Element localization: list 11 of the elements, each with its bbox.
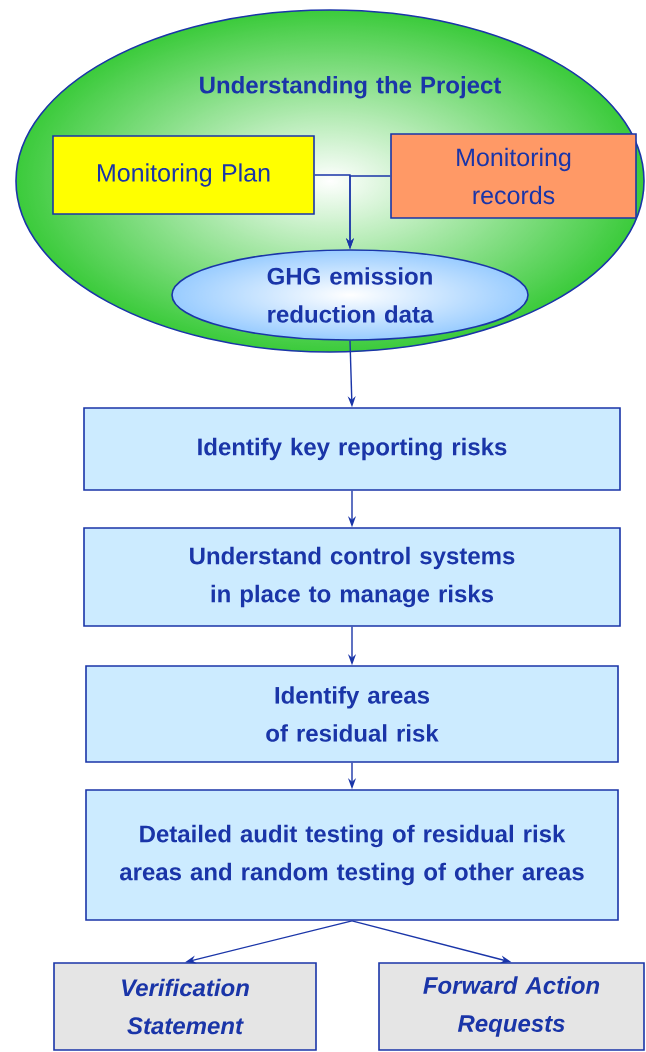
- process-box: Identify areas of residual risk: [85, 665, 619, 763]
- process-box: Monitoring Plan: [52, 135, 315, 215]
- project-oval: [15, 9, 645, 353]
- data-oval: GHG emission reduction data: [171, 249, 529, 341]
- heading: Understanding the Project: [200, 75, 502, 99]
- process-box: Verification Statement: [53, 962, 317, 1051]
- process-box: Detailed audit testing of residual risk areas and random testing of other areas: [85, 789, 619, 921]
- process-box: Monitoring records: [390, 133, 637, 219]
- process-box: Forward Action Requests: [378, 962, 645, 1051]
- process-box: Understand control systems in place to manage risks: [83, 527, 621, 627]
- process-box: Identify key reporting risks: [83, 407, 621, 491]
